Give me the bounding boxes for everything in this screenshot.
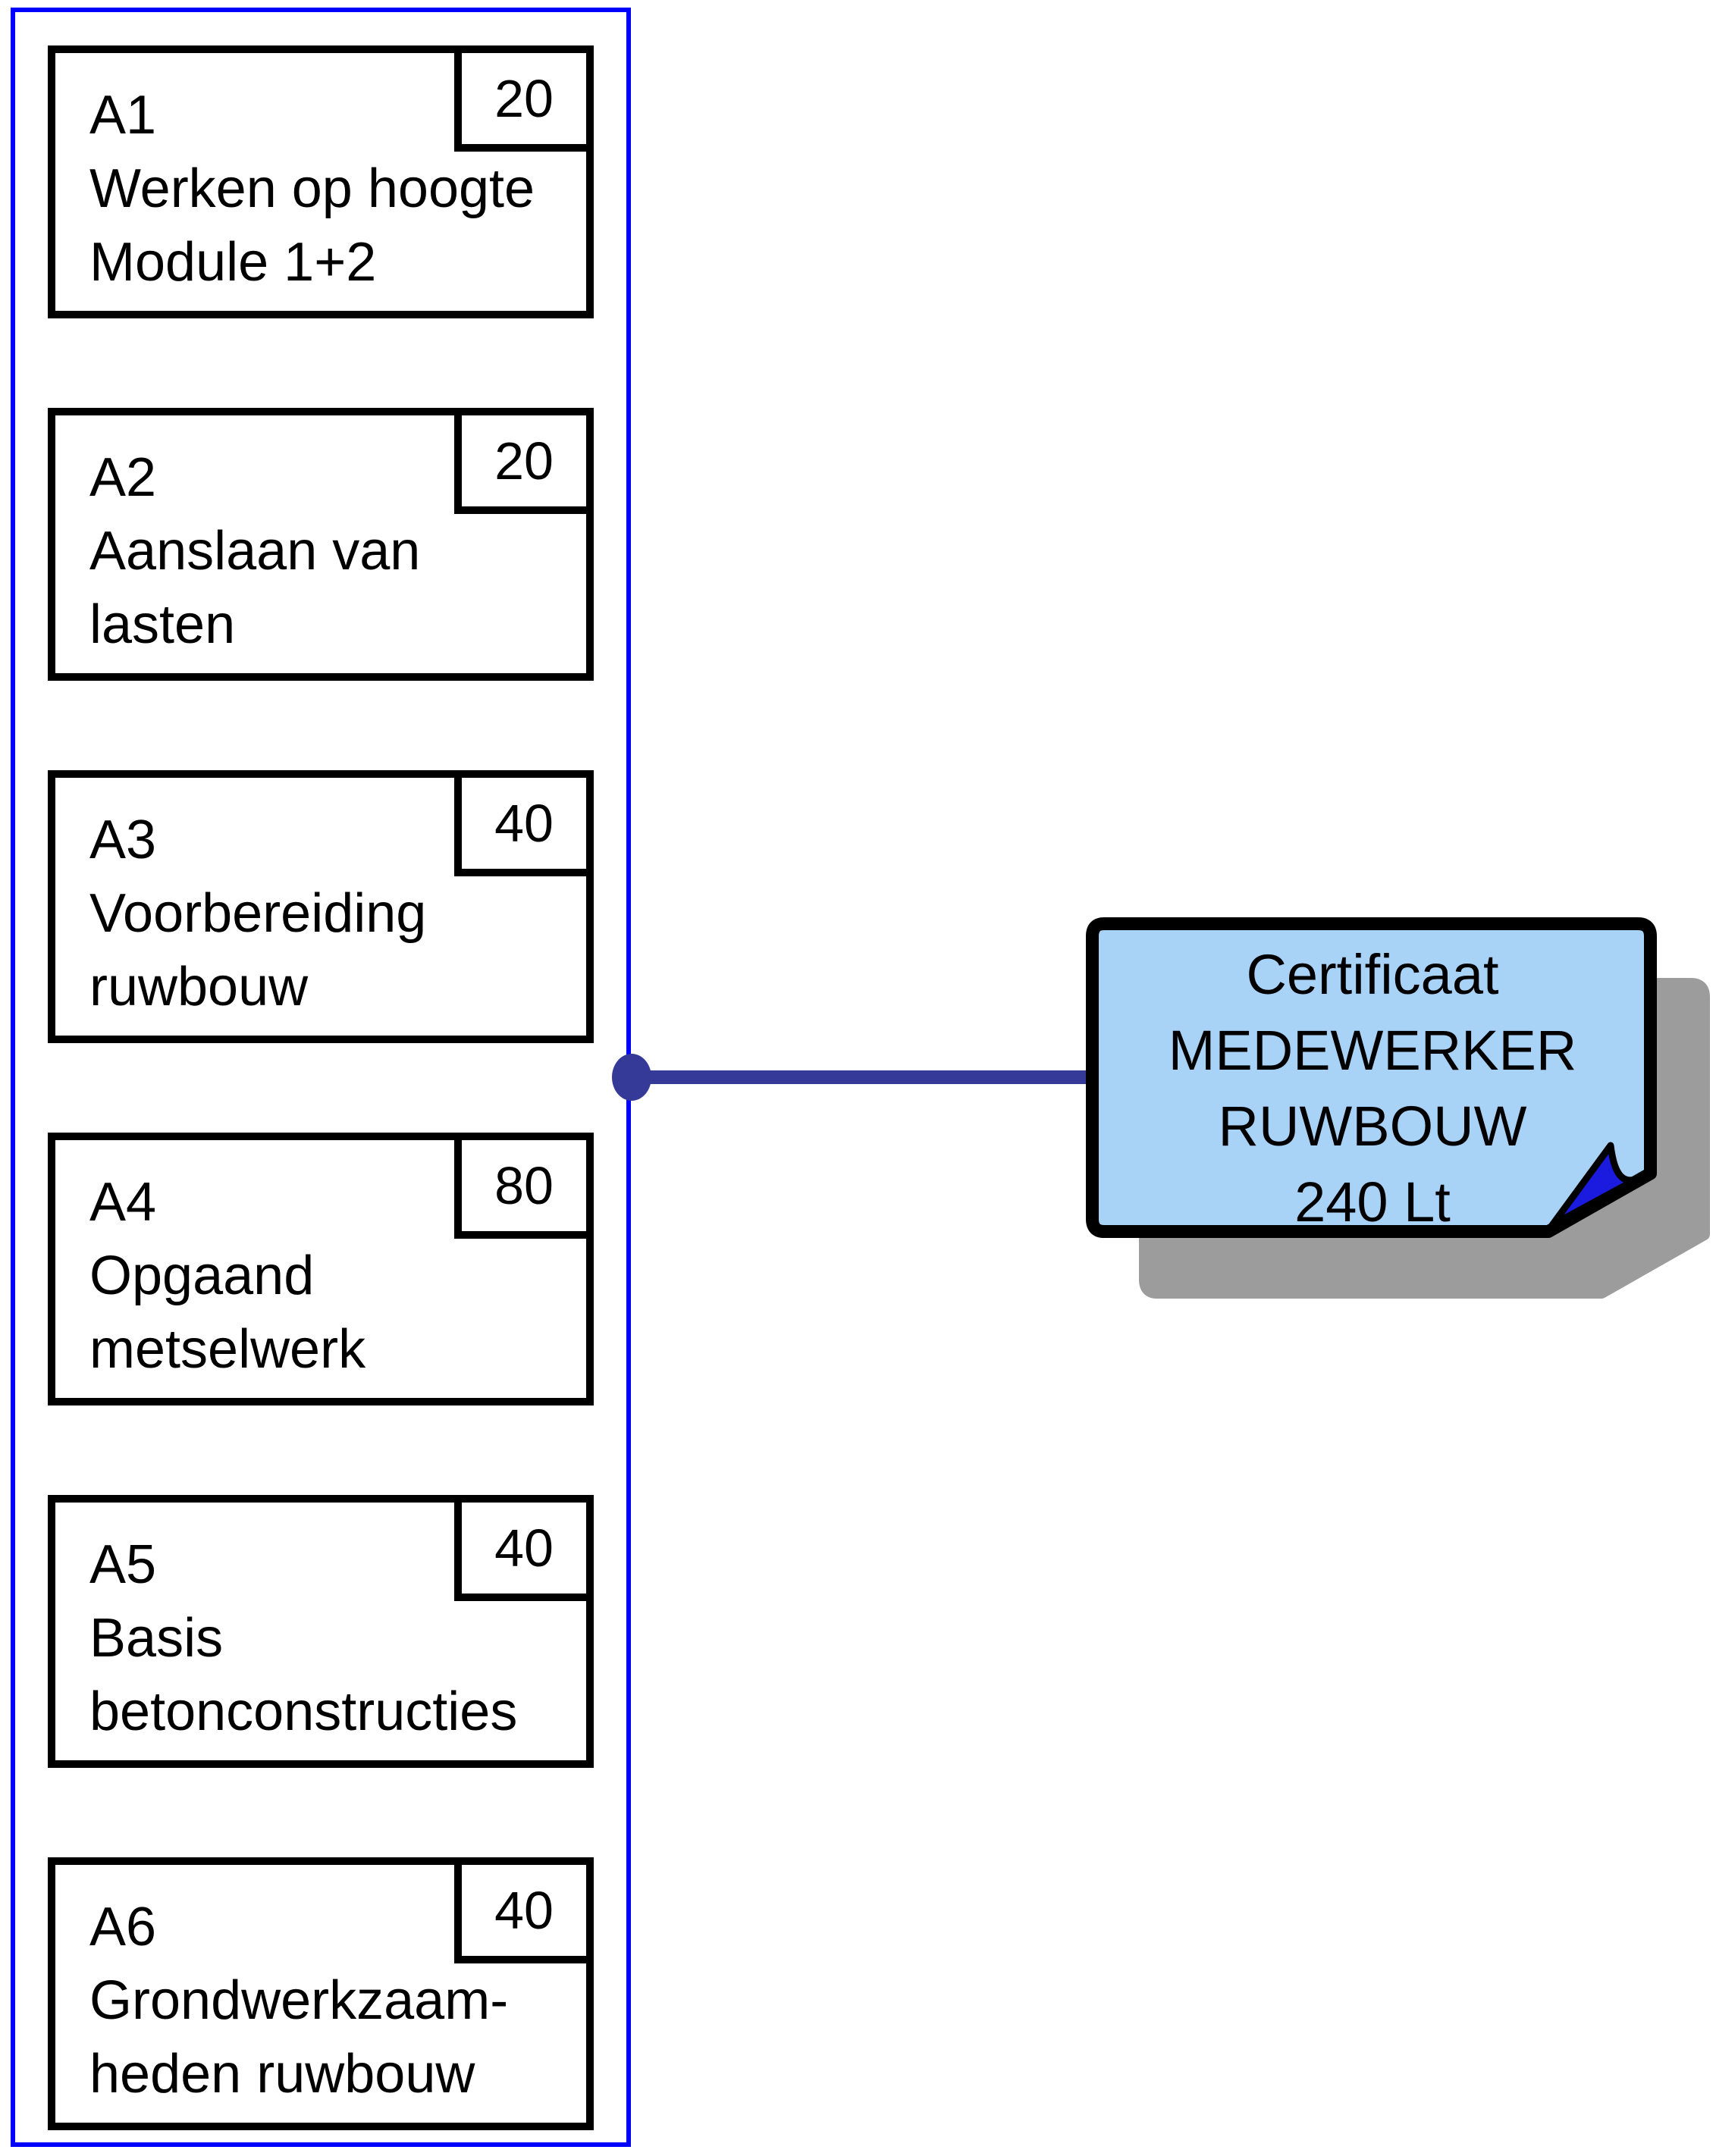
certificate-line: 240 Lt xyxy=(1294,1170,1451,1233)
hours-value: 40 xyxy=(494,1881,554,1940)
certificate-line: MEDEWERKER xyxy=(1168,1019,1577,1082)
module-title-line: Opgaand xyxy=(89,1246,315,1306)
module-code: A4 xyxy=(89,1172,157,1233)
module-title-line: heden ruwbouw xyxy=(89,2044,475,2104)
module-text: A1 Werken op hoogte Module 1+2 xyxy=(55,53,586,299)
hours-badge: 40 xyxy=(454,1495,594,1601)
module-box-a6: 40 A6 Grondwerkzaam- heden ruwbouw xyxy=(48,1857,594,2130)
module-box-a5: 40 A5 Basis betonconstructies xyxy=(48,1495,594,1768)
module-title-line: Module 1+2 xyxy=(89,232,377,293)
module-code: A3 xyxy=(89,810,157,870)
hours-value: 40 xyxy=(494,1518,554,1578)
module-code: A6 xyxy=(89,1897,157,1957)
module-title-line: ruwbouw xyxy=(89,957,309,1017)
module-text: A2 Aanslaan van lasten xyxy=(55,415,586,662)
module-title-line: Voorbereiding xyxy=(89,883,427,944)
hours-badge: 80 xyxy=(454,1133,594,1239)
modules-container: 20 A1 Werken op hoogte Module 1+2 20 A2 … xyxy=(11,8,631,2147)
certificate-note-graphic xyxy=(1086,917,1710,1299)
module-code: A1 xyxy=(89,85,157,146)
connector-junction-dot xyxy=(612,1054,651,1101)
module-text: A4 Opgaand metselwerk xyxy=(55,1140,586,1387)
hours-badge: 20 xyxy=(454,408,594,514)
module-code: A2 xyxy=(89,447,157,508)
module-title-line: Grondwerkzaam- xyxy=(89,1970,509,2031)
module-title-line: Aanslaan van xyxy=(89,521,421,581)
hours-value: 40 xyxy=(494,794,554,853)
connector-line xyxy=(632,1070,1100,1084)
hours-value: 20 xyxy=(494,69,554,128)
module-title-line: Basis xyxy=(89,1608,224,1669)
hours-value: 20 xyxy=(494,431,554,490)
hours-value: 80 xyxy=(494,1156,554,1215)
module-box-a1: 20 A1 Werken op hoogte Module 1+2 xyxy=(48,45,594,318)
hours-badge: 40 xyxy=(454,770,594,876)
certificate-text: Certificaat MEDEWERKER RUWBOUW 240 Lt xyxy=(1095,937,1650,1240)
hours-badge: 40 xyxy=(454,1857,594,1963)
module-title-line: lasten xyxy=(89,594,236,655)
hours-badge: 20 xyxy=(454,45,594,152)
page-fold-icon xyxy=(1548,1142,1649,1229)
module-title-line: betonconstructies xyxy=(89,1681,518,1742)
module-title-line: Werken op hoogte xyxy=(89,158,535,219)
certificate-note-shape xyxy=(1086,917,1657,1238)
module-code: A5 xyxy=(89,1534,157,1595)
module-box-a4: 80 A4 Opgaand metselwerk xyxy=(48,1133,594,1405)
certificate-line: Certificaat xyxy=(1246,943,1499,1006)
certificate-line: RUWBOUW xyxy=(1218,1095,1527,1158)
module-title-line: metselwerk xyxy=(89,1319,366,1380)
module-box-a2: 20 A2 Aanslaan van lasten xyxy=(48,408,594,681)
module-box-a3: 40 A3 Voorbereiding ruwbouw xyxy=(48,770,594,1043)
module-text: A6 Grondwerkzaam- heden ruwbouw xyxy=(55,1865,586,2111)
module-text: A5 Basis betonconstructies xyxy=(55,1503,586,1749)
module-text: A3 Voorbereiding ruwbouw xyxy=(55,778,586,1024)
